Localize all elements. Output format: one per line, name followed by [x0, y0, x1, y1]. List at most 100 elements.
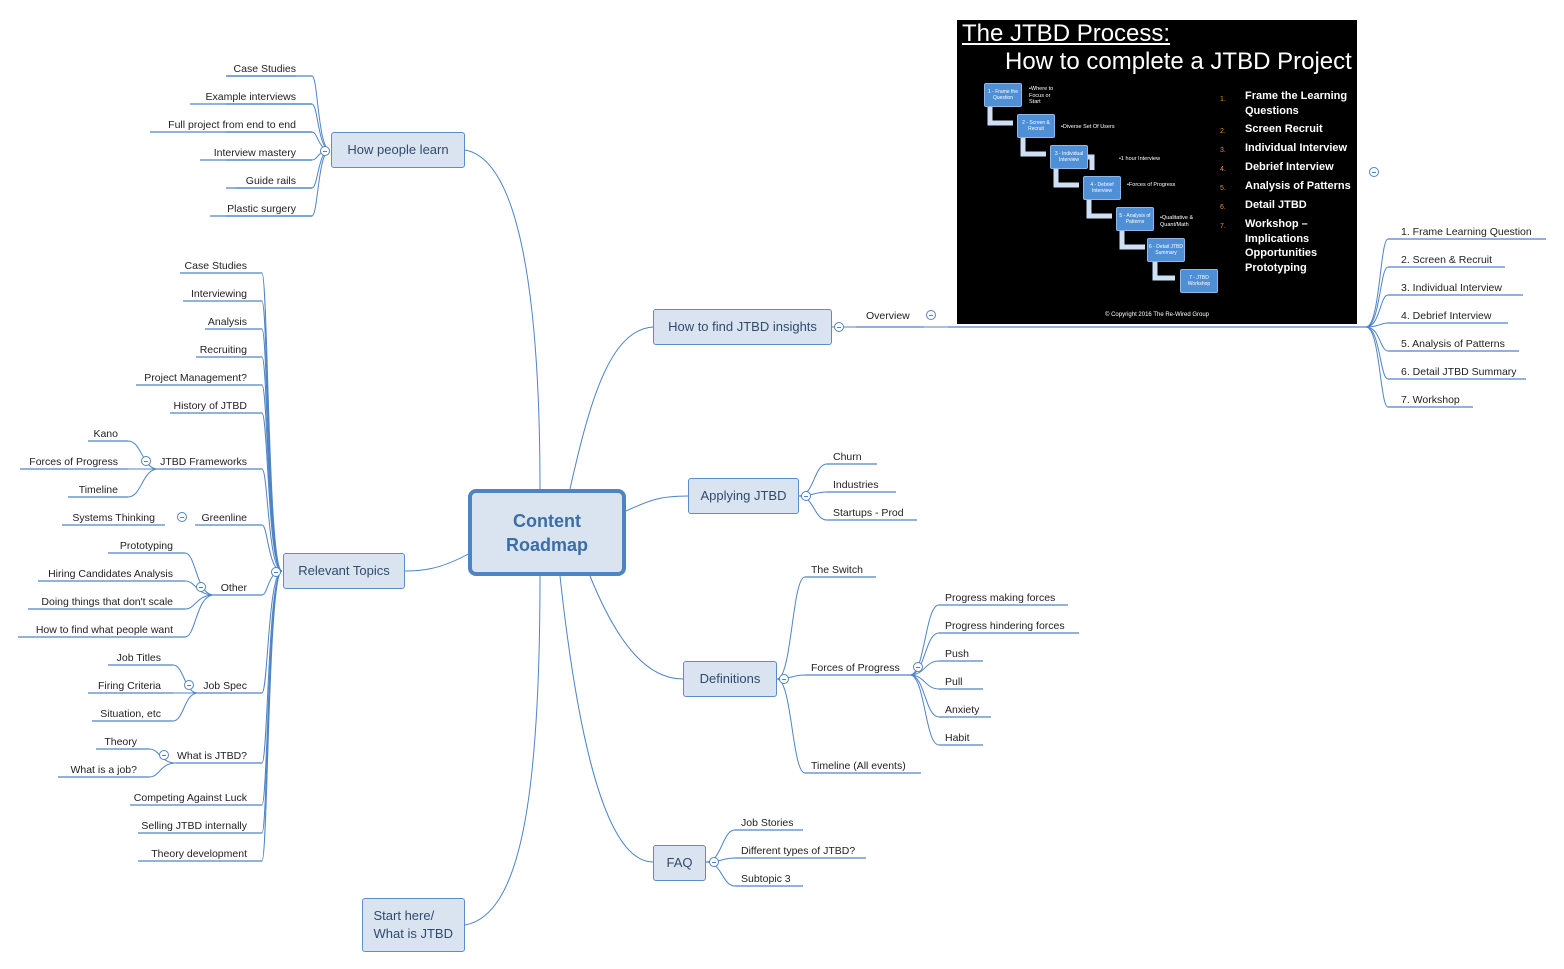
collapse-toggle-icon[interactable]	[271, 567, 281, 577]
connector-line	[909, 660, 940, 676]
subtopic-other[interactable]: Other	[220, 582, 247, 594]
subtopic-prototyping[interactable]: Prototyping	[119, 540, 173, 552]
topic-how-people-learn[interactable]: How people learn	[331, 132, 465, 168]
connector-line	[184, 594, 215, 638]
topic-relevant-topics[interactable]: Relevant Topics	[283, 553, 405, 589]
collapse-toggle-icon[interactable]	[141, 456, 151, 466]
subtopic-plastic-surgery[interactable]: Plastic surgery	[227, 203, 296, 215]
process-step-box: 1 - Frame the Question	[984, 83, 1022, 107]
collapse-toggle-icon[interactable]	[196, 582, 206, 592]
faq-subtopic-3[interactable]: Subtopic 3	[741, 873, 791, 885]
subtopic-guide-rails[interactable]: Guide rails	[245, 175, 296, 187]
collapse-toggle-icon[interactable]	[801, 491, 811, 501]
collapse-toggle-icon[interactable]	[184, 680, 194, 690]
step-frame-learning-question[interactable]: 1. Frame Learning Question	[1401, 226, 1532, 238]
topic-start-here[interactable]: Start here/ What is JTBD	[362, 898, 465, 952]
topic-definitions[interactable]: Definitions	[683, 661, 777, 697]
subtopic-systems-thinking[interactable]: Systems Thinking	[72, 512, 155, 524]
collapse-toggle-icon[interactable]	[159, 750, 169, 760]
process-step-box: 4 - Debrief Interview	[1083, 176, 1121, 200]
force-anxiety[interactable]: Anxiety	[945, 704, 980, 716]
step-analysis-of-patterns[interactable]: 5. Analysis of Patterns	[1401, 338, 1505, 350]
connector-line	[776, 678, 806, 774]
subtopic-project-management[interactable]: Project Management?	[144, 372, 247, 384]
subtopic-what-is-jtbd[interactable]: What is JTBD?	[176, 750, 247, 762]
subtopic-forces-of-progress[interactable]: Forces of Progress	[811, 662, 900, 674]
image-title: The JTBD Process:	[962, 20, 1171, 47]
connector-line	[1365, 326, 1389, 352]
subtopic-theory[interactable]: Theory	[104, 736, 137, 748]
force-pull[interactable]: Pull	[945, 676, 963, 688]
faq-job-stories[interactable]: Job Stories	[741, 817, 794, 829]
subtopic-recruiting[interactable]: Recruiting	[199, 344, 247, 356]
step-individual-interview[interactable]: 3. Individual Interview	[1401, 282, 1502, 294]
subtopic-example-interviews[interactable]: Example interviews	[205, 91, 296, 103]
subtopic-startups-prod[interactable]: Startups - Prod	[833, 507, 904, 519]
subtopic-how-to-find-what-people-want[interactable]: How to find what people want	[35, 624, 173, 636]
process-step-box: 7 - JTBD Workshop	[1180, 269, 1218, 293]
subtopic-what-is-a-job[interactable]: What is a job?	[70, 764, 137, 776]
force-progress-hindering[interactable]: Progress hindering forces	[945, 620, 1065, 632]
subtopic-timeline[interactable]: Timeline	[78, 484, 118, 496]
force-habit[interactable]: Habit	[945, 732, 970, 744]
collapse-toggle-icon[interactable]	[834, 322, 844, 332]
collapse-toggle-icon[interactable]	[709, 857, 719, 867]
topic-applying-jtbd[interactable]: Applying JTBD	[688, 478, 799, 514]
subtopic-situation[interactable]: Situation, etc	[100, 708, 161, 720]
subtopic-full-project[interactable]: Full project from end to end	[168, 119, 296, 131]
subtopic-theory-development[interactable]: Theory development	[151, 848, 247, 860]
connector-line	[464, 575, 541, 926]
subtopic-hiring-candidates[interactable]: Hiring Candidates Analysis	[48, 568, 173, 580]
topic-how-to-find-insights[interactable]: How to find JTBD insights	[653, 309, 832, 345]
collapse-toggle-icon[interactable]	[1369, 167, 1379, 177]
process-step-box: 3 - Individual Interview	[1050, 145, 1088, 169]
list-number: 4.	[1220, 166, 1226, 173]
subtopic-kano[interactable]: Kano	[93, 428, 118, 440]
list-number: 1.	[1220, 96, 1226, 103]
subtopic-case-studies[interactable]: Case Studies	[233, 63, 296, 75]
collapse-toggle-icon[interactable]	[779, 674, 789, 684]
step-detail-jtbd-summary[interactable]: 6. Detail JTBD Summary	[1401, 366, 1517, 378]
subtopic-forces-of-progress[interactable]: Forces of Progress	[29, 456, 118, 468]
subtopic-jtbd-frameworks[interactable]: JTBD Frameworks	[160, 456, 247, 468]
central-topic[interactable]: Content Roadmap	[468, 489, 626, 576]
connector-line	[261, 570, 283, 834]
step-workshop[interactable]: 7. Workshop	[1401, 394, 1460, 406]
step-screen-recruit[interactable]: 2. Screen & Recruit	[1401, 254, 1493, 266]
force-progress-making[interactable]: Progress making forces	[945, 592, 1056, 604]
subtopic-greenline[interactable]: Greenline	[201, 512, 247, 524]
subtopic-interview-mastery[interactable]: Interview mastery	[213, 147, 296, 159]
subtopic-firing-criteria[interactable]: Firing Criteria	[97, 680, 161, 692]
collapse-toggle-icon[interactable]	[177, 512, 187, 522]
subtopic-timeline-all-events[interactable]: Timeline (All events)	[811, 760, 906, 772]
subtopic-churn[interactable]: Churn	[833, 451, 862, 463]
list-number: 5.	[1220, 185, 1226, 192]
force-push[interactable]: Push	[945, 648, 969, 660]
collapse-toggle-icon[interactable]	[320, 146, 330, 156]
subtopic-job-titles[interactable]: Job Titles	[116, 652, 161, 664]
collapse-toggle-icon[interactable]	[913, 662, 923, 672]
connector-line	[148, 762, 177, 778]
topic-label: How people learn	[347, 142, 449, 157]
subtopic-selling-jtbd[interactable]: Selling JTBD internally	[141, 820, 247, 832]
subtopic-interviewing[interactable]: Interviewing	[190, 288, 247, 300]
subtopic-the-switch[interactable]: The Switch	[811, 564, 863, 576]
collapse-toggle-icon[interactable]	[926, 310, 936, 320]
subtopic-job-spec[interactable]: Job Spec	[203, 680, 247, 692]
subtopic-history-of-jtbd[interactable]: History of JTBD	[173, 400, 247, 412]
topic-label: Definitions	[699, 671, 761, 686]
subtopic-industries[interactable]: Industries	[833, 479, 879, 491]
step-debrief-interview[interactable]: 4. Debrief Interview	[1401, 310, 1492, 322]
subtopic-overview[interactable]: Overview	[866, 310, 910, 322]
subtopic-analysis[interactable]: Analysis	[207, 316, 247, 328]
subtopic-doing-things[interactable]: Doing things that don't scale	[41, 596, 173, 608]
process-step-box: 5 - Analysis of Patterns	[1116, 207, 1154, 231]
topic-faq[interactable]: FAQ	[653, 845, 706, 881]
list-number: 3.	[1220, 147, 1226, 154]
central-topic-label: Content Roadmap	[505, 510, 588, 555]
subtopic-case-studies[interactable]: Case Studies	[184, 260, 247, 272]
faq-different-types[interactable]: Different types of JTBD?	[741, 845, 856, 857]
subtopic-competing-against-luck[interactable]: Competing Against Luck	[133, 792, 247, 804]
list-item: Frame the Learning Questions	[1245, 90, 1348, 117]
